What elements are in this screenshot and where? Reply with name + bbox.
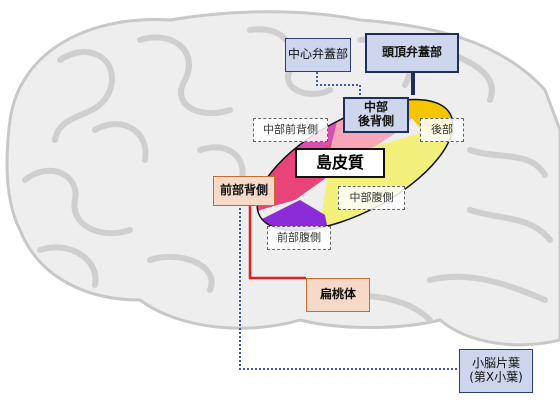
connector-central — [316, 72, 361, 96]
label-posterior: 後部 — [420, 118, 464, 142]
connectors — [239, 72, 458, 370]
label-anterior-dorsal: 前部背側 — [213, 176, 275, 206]
target-cerebellar-flocculus: 小脳片葉 (第X小葉) — [459, 349, 533, 393]
label-middle-anterior-dorsal: 中部前背側 — [253, 118, 328, 142]
label-middle-ventral: 中部腹側 — [338, 186, 405, 210]
label-anterior-ventral: 前部腹側 — [267, 226, 331, 250]
label-middle-posterior-dorsal: 中部 後背側 — [343, 97, 409, 133]
target-central-operculum: 中心弁蓋部 — [285, 38, 351, 72]
connector-amygdala — [248, 200, 306, 280]
connector-cerebellum — [239, 200, 458, 370]
target-amygdala: 扁桃体 — [306, 278, 370, 312]
label-insula: 島皮質 — [295, 148, 385, 178]
target-parietal-operculum: 頭頂弁蓋部 — [365, 33, 459, 73]
